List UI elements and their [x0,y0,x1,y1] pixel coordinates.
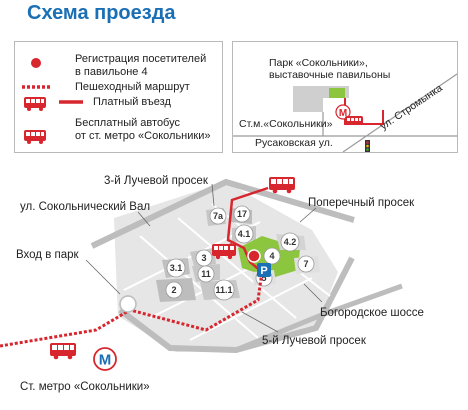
label-park-entrance: Вход в парк [16,249,80,261]
label-bogorodskoe: Богородское шоссе [320,307,424,319]
label-17: 17 [237,209,247,219]
label-4: 4 [269,251,274,261]
label-4-2: 4.2 [284,237,297,247]
label-metro-station: Ст. метро «Сокольники» [20,381,150,393]
page-title: Схема проезда [27,2,176,24]
label-5: 5 [261,273,266,283]
registration-dot-icon [247,249,261,263]
bus-icon [269,177,295,194]
label-11-1: 11.1 [215,285,232,295]
metro-icon: М [93,347,117,371]
registration-dot-icon [31,58,41,68]
main-map: 7а 17 4.1 4.2 4 3 3.1 11 2 11.1 5 7 P [0,175,424,393]
svg-text:М: М [99,352,112,369]
bus-icon [212,244,236,260]
road-bogorodskoe [235,283,403,353]
label-3-1: 3.1 [170,263,183,273]
metro-icon: М [335,104,351,120]
label-poperechny: Поперечный просек [308,197,415,209]
inset-park-label: Парк «Сокольники»,выставочные павильоны [269,57,390,81]
legend-symbols [22,58,83,144]
inset-street-rusakovskaya-label: Русаковская ул. [255,137,333,149]
label-7a: 7а [213,211,224,221]
paid-entry-route [226,186,269,273]
legend-walking-route: Пешеходный маршрут [75,81,190,93]
bus-icon [24,130,46,144]
inset-metro-label: Ст.м.«Сокольники» [239,118,333,130]
label-3rd-luchevoy: 3-й Лучевой просек [104,175,209,187]
bus-icon [345,116,363,125]
inset-street-stromynka-label: ул. Стромынка [378,82,445,132]
park-entrance-marker [119,295,137,313]
label-sokolnichesky-val: ул. Сокольнический Вал [20,201,150,213]
inset-pavilion [329,88,345,98]
inset-map-drawing: М Парк «Сокольники»,выставочные павильон… [233,57,457,152]
walking-route [0,271,264,348]
legend-paid-entry: Платный въезд [93,96,171,108]
callout-lines [85,183,323,333]
label-11: 11 [201,269,211,279]
bus-icon [24,97,46,111]
park-ground [114,182,338,352]
svg-text:P: P [260,265,267,277]
inset-street-stromynka [342,73,457,152]
inset-map: М Парк «Сокольники»,выставочные павильон… [232,41,458,153]
label-4-1: 4.1 [238,229,251,239]
label-2: 2 [171,285,176,295]
traffic-light-icon [365,140,370,152]
label-5th-luchevoy: 5-й Лучевой просек [262,335,367,347]
parking-icon: P [257,263,271,277]
label-3: 3 [201,253,206,263]
legend: Регистрация посетителей в павильоне 4 Пе… [14,41,223,153]
legend-free-bus: Бесплатный автобус от ст. метро «Сокольн… [75,117,211,142]
label-7: 7 [303,259,308,269]
svg-text:М: М [339,108,347,119]
bus-icon [50,343,76,360]
legend-registration: Регистрация посетителей в павильоне 4 [75,53,207,78]
road-sokolnichesky-val [90,178,355,249]
